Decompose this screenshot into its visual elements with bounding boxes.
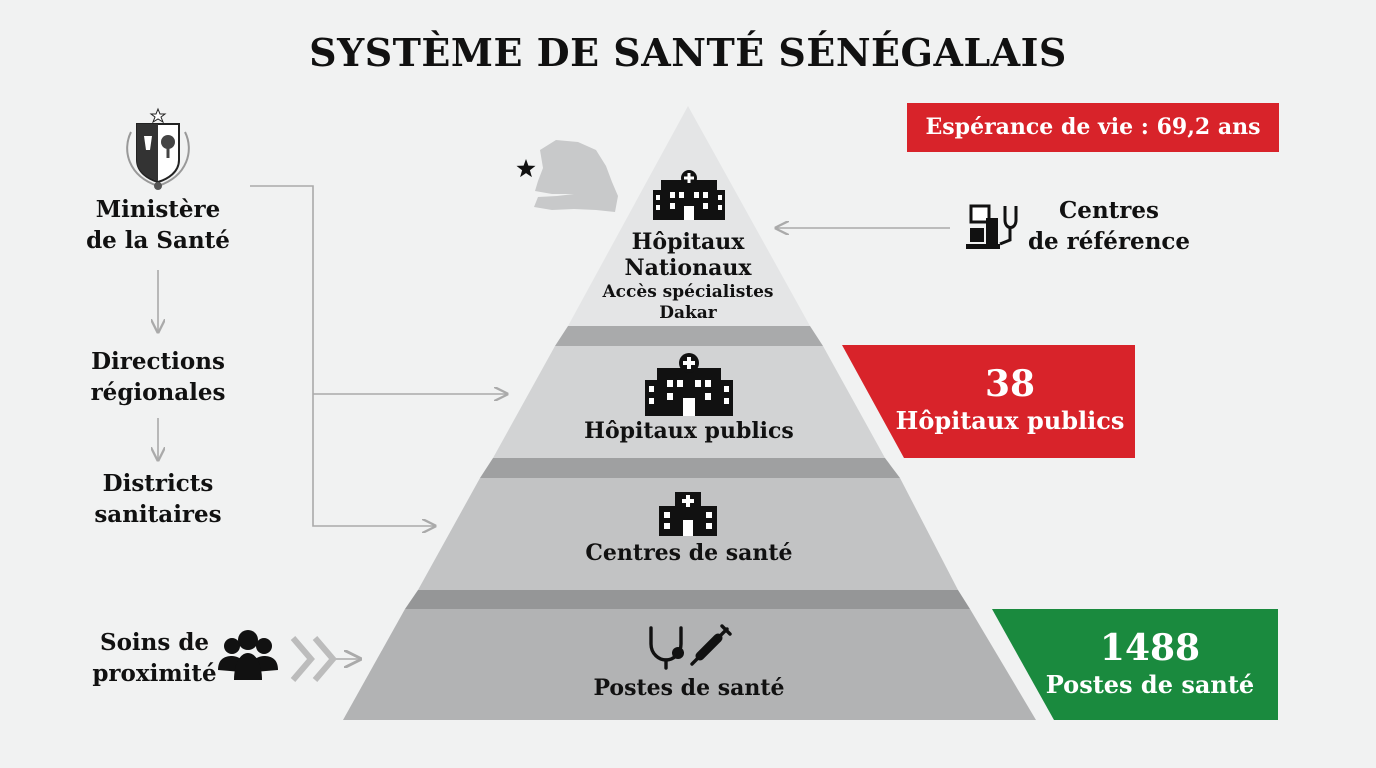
syringe-icon [690, 624, 732, 666]
tier-national-location: Dakar [659, 303, 717, 323]
ministry-label-line: Ministère [95, 196, 221, 223]
page-title: SYSTÈME DE SANTÉ SÉNÉGALAIS [309, 30, 1067, 75]
postes-stat-box-bg [992, 609, 1278, 720]
proximity-care-label: Soins de proximité [82, 627, 227, 689]
star-icon [516, 159, 536, 178]
postes-stat-value: 1488 [1099, 627, 1201, 669]
community-people-icon [218, 630, 278, 680]
pyramid-side-2 [480, 458, 900, 478]
proximity-label-line: Soins de [99, 629, 210, 656]
regional-label-line: Directions [91, 348, 225, 375]
tier-postes-label: Postes de santé [593, 675, 785, 701]
tier-centres-label: Centres de santé [585, 540, 793, 566]
districts-label-line: sanitaires [94, 501, 222, 528]
districts-label-line: Districts [102, 470, 214, 497]
pyramid-side-3 [405, 590, 970, 609]
regional-directions-label: Directions régionales [58, 346, 258, 408]
stethoscope-icon [649, 626, 684, 670]
hospital-icon [645, 353, 733, 416]
hospital-icon [653, 170, 725, 220]
health-centre-icon [659, 492, 717, 536]
postes-stat: 1488 Postes de santé [1022, 626, 1278, 700]
tier-national-title: Hôpitaux [631, 229, 745, 255]
hospitals-stat-label: Hôpitaux publics [895, 406, 1125, 435]
hospitals-stat-box-bg [842, 345, 1135, 458]
admin-connector-lines [158, 185, 950, 526]
ministry-label-line: de la Santé [86, 227, 230, 254]
ministry-label: Ministère de la Santé [58, 194, 258, 256]
referral-centres-label: Centres de référence [1020, 195, 1198, 257]
life-expectancy-banner-bg [907, 103, 1279, 152]
tier-national-subtitle: Accès spécialistes [602, 282, 774, 302]
senegal-map-icon [534, 140, 618, 212]
senegal-coat-of-arms-icon [126, 107, 190, 190]
referral-label-line: Centres [1059, 197, 1159, 224]
tier-national-title: Nationaux [624, 255, 752, 281]
hospitals-stat-value: 38 [984, 363, 1036, 405]
proximity-label-line: proximité [92, 660, 217, 687]
pyramid-side-1 [555, 326, 823, 346]
medical-monitor-icon [966, 204, 1018, 249]
tier-public-label: Hôpitaux publics [584, 418, 794, 444]
regional-label-line: régionales [90, 379, 226, 406]
health-districts-label: Districts sanitaires [58, 468, 258, 530]
postes-stat-label: Postes de santé [1045, 670, 1255, 699]
life-expectancy-banner: Espérance de vie : 69,2 ans [925, 114, 1261, 140]
pyramid-tier-postes [343, 609, 1036, 720]
hospitals-stat: 38 Hôpitaux publics [882, 362, 1138, 436]
chevron-arrows-icon [290, 636, 360, 682]
tier-national-label: Hôpitaux Nationaux Accès spécialistes Da… [588, 229, 788, 323]
referral-label-line: de référence [1027, 228, 1191, 255]
